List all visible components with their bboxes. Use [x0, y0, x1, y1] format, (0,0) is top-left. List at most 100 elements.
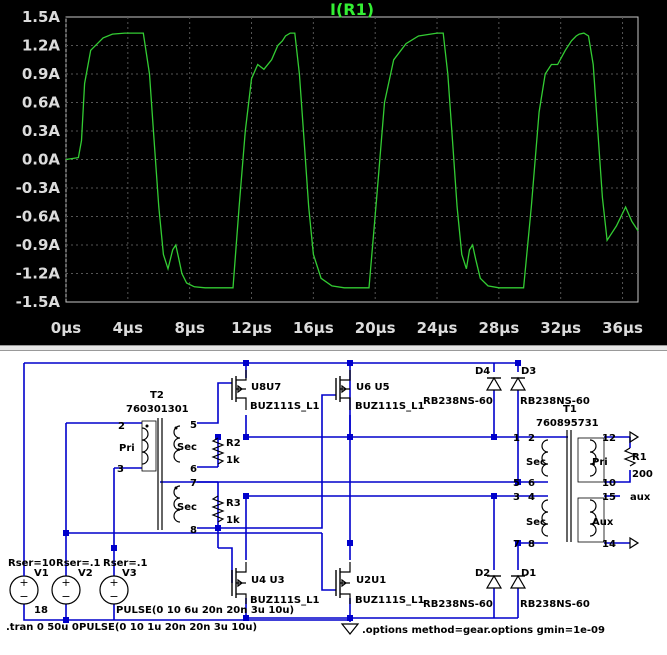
svg-text:+: + — [61, 576, 70, 589]
voltage-source-v1[interactable]: + − — [9, 560, 39, 605]
diode-d4[interactable] — [485, 376, 503, 391]
label-u6u5: U6 U5 — [356, 382, 390, 393]
label-t1: T1 — [563, 404, 577, 415]
label-p12: 12 — [602, 433, 616, 444]
svg-text:−: − — [61, 590, 70, 603]
mosfet-u6u5[interactable] — [335, 370, 351, 410]
resistor-r3[interactable] — [211, 495, 225, 523]
y-tick-label: -1.5A — [16, 293, 61, 311]
label-u8u7: U8U7 — [251, 382, 281, 393]
label-d4: D4 — [475, 366, 490, 377]
x-tick-label: 28µs — [478, 319, 519, 337]
voltage-source-v3[interactable]: + − — [99, 575, 129, 605]
label-sec4: Sec — [526, 517, 546, 528]
y-tick-label: -0.6A — [16, 208, 61, 226]
label-p6: 6 — [528, 478, 535, 489]
label-sec3: Sec — [526, 457, 546, 468]
label-d1: D1 — [521, 568, 536, 579]
y-tick-label: 0.9A — [22, 65, 61, 83]
label-aux-net: aux — [630, 492, 651, 503]
label-rb4: RB238NS-60 — [520, 599, 590, 610]
pane-divider[interactable] — [0, 345, 667, 351]
y-tick-label: 0.0A — [22, 151, 61, 169]
label-p4: 4 — [528, 492, 535, 503]
label-r3: R3 — [226, 498, 241, 509]
label-t2: T2 — [150, 390, 164, 401]
mosfet-u4u3[interactable] — [231, 562, 247, 604]
label-d2: D2 — [475, 568, 490, 579]
label-sec2: Sec — [177, 502, 197, 513]
mosfet-u2u1[interactable] — [335, 562, 351, 604]
label-r1-value: 200 — [632, 469, 653, 480]
label-pri: Pri — [119, 443, 135, 454]
label-sec1: Sec — [177, 442, 197, 453]
schematic-canvas[interactable]: + − + − + − T2 760301301 2 3 Pri 5 6 7 — [0, 351, 667, 651]
label-tran: .tran 0 50u 0 — [6, 622, 79, 633]
label-p7: 7 — [513, 539, 520, 550]
mosfet-u8u7[interactable] — [231, 370, 247, 410]
label-buz2: BUZ111S_L1 — [355, 401, 424, 412]
diode-d2[interactable] — [485, 574, 503, 589]
x-tick-label: 4µs — [113, 319, 143, 337]
label-r3-value: 1k — [226, 515, 240, 526]
transformer-t1[interactable] — [541, 430, 605, 543]
svg-text:+: + — [19, 576, 28, 589]
voltage-source-v2[interactable]: + − — [51, 575, 81, 605]
schematic-labels: T2 760301301 2 3 Pri 5 6 7 8 Sec Sec R2 … — [6, 366, 653, 636]
resistor-r1[interactable] — [623, 447, 637, 467]
label-rser3: Rser=.1 — [103, 558, 148, 569]
x-tick-label: 24µs — [417, 319, 458, 337]
label-u2u1: U2U1 — [356, 575, 386, 586]
label-rb1: RB238NS-60 — [423, 396, 493, 407]
y-tick-label: -1.2A — [16, 265, 61, 283]
y-tick-label: 0.3A — [22, 122, 61, 140]
label-u4u3: U4 U3 — [251, 575, 285, 586]
svg-text:−: − — [109, 590, 118, 603]
label-v2: V2 — [78, 568, 93, 579]
y-tick-label: -0.3A — [16, 179, 61, 197]
x-tick-label: 8µs — [174, 319, 204, 337]
label-r2-value: 1k — [226, 455, 240, 466]
transformer-t2[interactable] — [141, 418, 181, 530]
trace-i-r1[interactable] — [65, 32, 639, 289]
label-p8: 8 — [528, 539, 535, 550]
label-v3: V3 — [122, 568, 137, 579]
label-p14: 14 — [602, 539, 616, 550]
label-p2: 2 — [528, 433, 535, 444]
label-buz3: BUZ111S_L1 — [250, 595, 319, 606]
label-t2-part: 760301301 — [126, 404, 189, 415]
grid — [65, 17, 638, 302]
label-options: .options method=gear.options gmin=1e-09 — [362, 625, 605, 636]
label-pin8: 8 — [190, 525, 197, 536]
label-buz1: BUZ111S_L1 — [250, 401, 319, 412]
waveform-plot[interactable]: I(R1) 1.5A1.2A0.9A0.6A0.3A0.0A-0.3A-0.6A… — [0, 0, 667, 345]
x-tick-label: 0µs — [51, 319, 81, 337]
label-rser1: Rser=10 — [8, 558, 56, 569]
label-rser2: Rser=.1 — [56, 558, 101, 569]
schematic-pane[interactable]: + − + − + − T2 760301301 2 3 Pri 5 6 7 — [0, 351, 667, 651]
resistor-r2[interactable] — [211, 437, 225, 465]
label-t1-part: 760895731 — [536, 418, 599, 429]
diode-d1[interactable] — [509, 574, 527, 589]
net-flags — [629, 430, 640, 550]
y-tick-label: 1.2A — [22, 37, 61, 55]
label-p3: 3 — [513, 492, 520, 503]
diode-d3[interactable] — [509, 376, 527, 391]
label-rb2: RB238NS-60 — [520, 396, 590, 407]
svg-text:−: − — [19, 590, 28, 603]
x-tick-label: 32µs — [540, 319, 581, 337]
label-pin3: 3 — [117, 464, 124, 475]
label-p10: 10 — [602, 478, 616, 489]
label-r1: R1 — [632, 452, 647, 463]
x-tick-label: 12µs — [231, 319, 272, 337]
label-v3-value: PULSE(0 10 1u 20n 20n 3u 10u) — [79, 622, 257, 633]
label-rb3: RB238NS-60 — [423, 599, 493, 610]
label-aux: Aux — [592, 517, 614, 528]
label-p1: 1 — [513, 433, 520, 444]
label-d3: D3 — [521, 366, 536, 377]
junction-nodes — [63, 360, 521, 623]
x-tick-label: 20µs — [355, 319, 396, 337]
label-v1: V1 — [34, 568, 49, 579]
